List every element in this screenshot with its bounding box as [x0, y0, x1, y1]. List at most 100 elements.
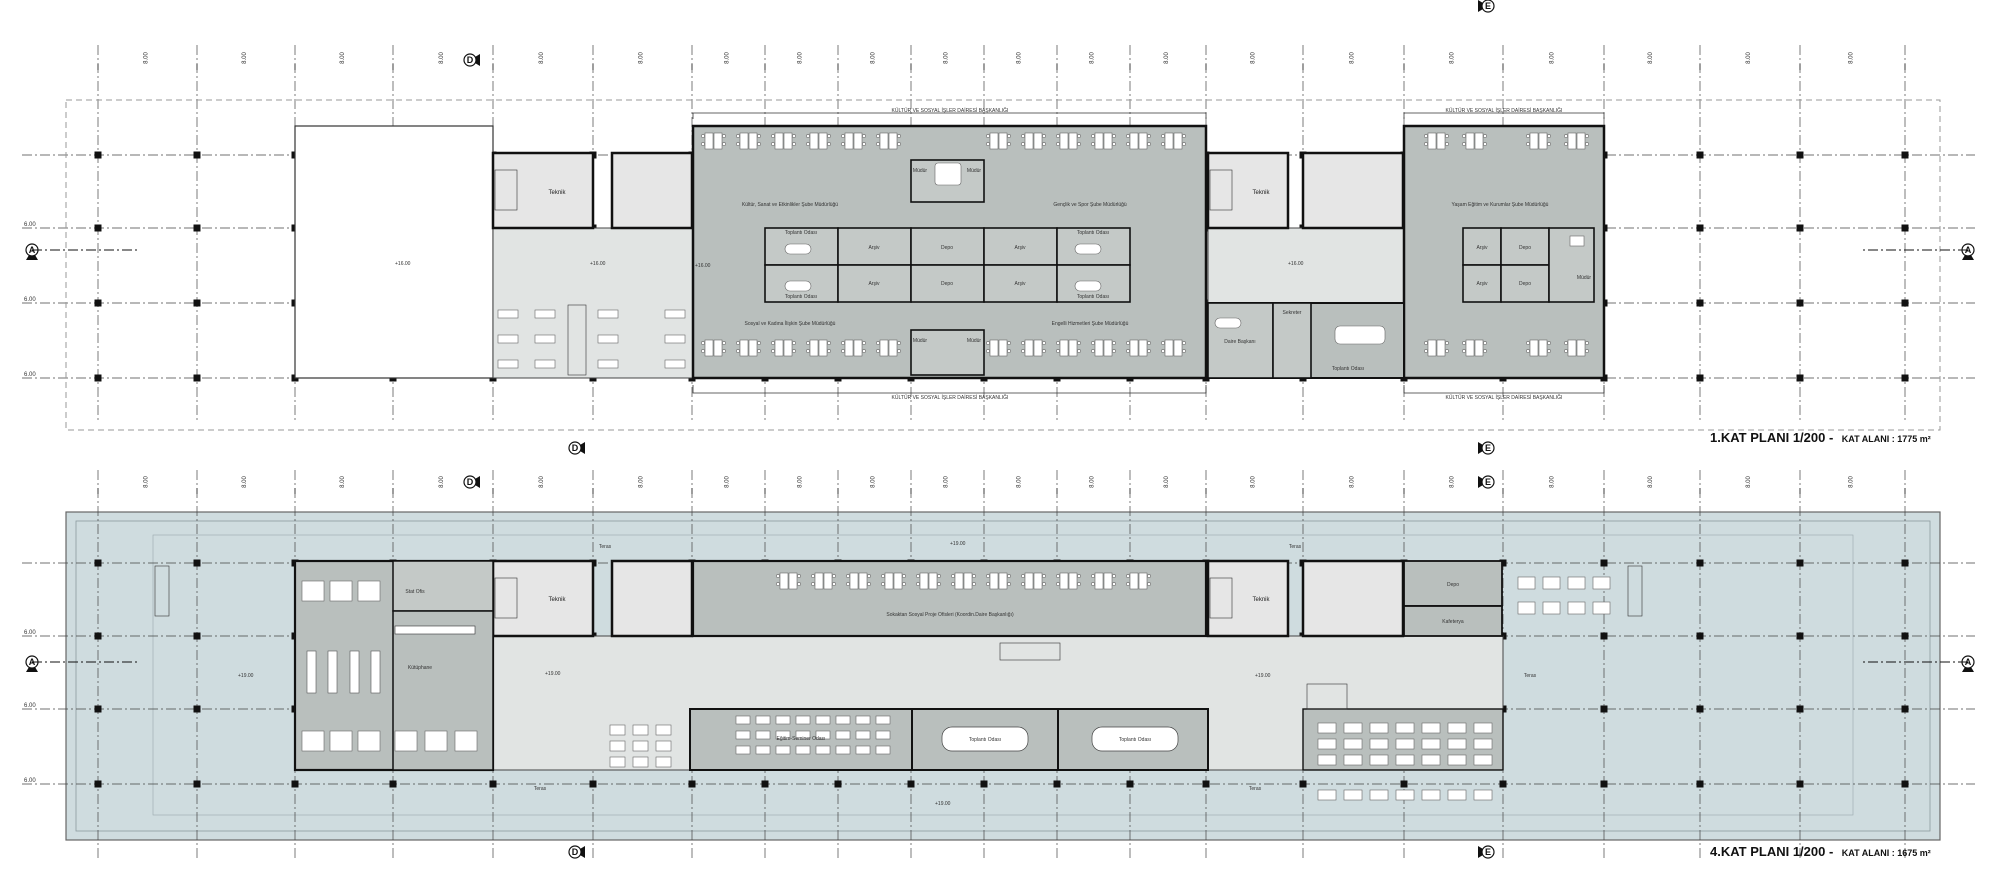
desk: [815, 745, 831, 755]
desk: [1542, 576, 1561, 590]
desk: [1542, 601, 1561, 615]
chair: [736, 142, 740, 146]
room-label-kultur: Kültür, Sanat ve Etkinlikler Şube Müdürl…: [742, 202, 838, 208]
desk: [795, 715, 811, 725]
section-bubble: [568, 845, 582, 859]
chair: [722, 134, 726, 138]
chair: [1077, 349, 1081, 353]
chair: [972, 574, 976, 578]
desk: [844, 339, 854, 357]
chair: [701, 349, 705, 353]
chair: [986, 582, 990, 586]
dimension-label: 6.00: [24, 703, 36, 709]
column: [1796, 151, 1804, 159]
chair: [1182, 134, 1186, 138]
chair: [1564, 349, 1568, 353]
room-label-teknik-2: Teknik: [1252, 190, 1270, 196]
desk: [1129, 572, 1139, 590]
section-marker-e: E: [1478, 441, 1495, 455]
column: [1901, 780, 1909, 788]
section-marker-a: A: [1961, 243, 1975, 260]
column: [94, 224, 102, 232]
chair: [792, 142, 796, 146]
room4-label-kafeterya: Kafeterya: [1442, 619, 1464, 625]
column: [1696, 705, 1704, 713]
level-mark-1: +16.00: [395, 261, 411, 267]
desk: [853, 339, 863, 357]
desk: [748, 132, 758, 150]
room-label-mudur-3: Müdür: [913, 338, 928, 344]
column: [489, 780, 497, 788]
chair: [1021, 574, 1025, 578]
desk: [748, 339, 758, 357]
chair: [1007, 582, 1011, 586]
dimension-label: 8.00: [539, 476, 545, 488]
chair: [806, 349, 810, 353]
desk: [1473, 754, 1493, 766]
desk: [1369, 789, 1389, 801]
desk: [1517, 601, 1536, 615]
dimension-label: 8.00: [639, 476, 645, 488]
desk: [858, 572, 868, 590]
room4-label-egitim: Eğitim-Seminer Odası: [777, 736, 826, 742]
desk: [632, 740, 649, 752]
desk: [1473, 722, 1493, 734]
desk: [1465, 132, 1475, 150]
dimension-label: 8.00: [144, 476, 150, 488]
desk: [1529, 339, 1539, 357]
desk: [855, 730, 871, 740]
chair: [1091, 142, 1095, 146]
chair: [736, 349, 740, 353]
desk: [888, 339, 898, 357]
desk: [329, 580, 353, 602]
column: [1901, 224, 1909, 232]
section-letter: A: [1965, 245, 1972, 255]
desk: [1103, 572, 1113, 590]
desk: [815, 715, 831, 725]
desk: [879, 339, 889, 357]
column: [193, 151, 201, 159]
chair: [841, 142, 845, 146]
chair: [1526, 142, 1530, 146]
section-marker-d: D: [568, 845, 585, 859]
chair: [811, 582, 815, 586]
column: [980, 780, 988, 788]
dimension-label: 6.00: [24, 297, 36, 303]
chair: [1042, 574, 1046, 578]
chair: [1091, 349, 1095, 353]
column: [193, 559, 201, 567]
desk: [1447, 738, 1467, 750]
desk: [1474, 132, 1484, 150]
desk: [1317, 738, 1337, 750]
band-label-bottom: KÜLTÜR VE SOSYAL İŞLER DAİRESİ BAŞKANLIĞ…: [892, 394, 1009, 401]
desk: [1024, 132, 1034, 150]
section-bubble: [1481, 0, 1495, 13]
room-label-sekreter: Sekreter: [1283, 310, 1302, 316]
chair: [722, 142, 726, 146]
column: [1901, 151, 1909, 159]
column: [1696, 559, 1704, 567]
chair: [1483, 349, 1487, 353]
section-letter: E: [1485, 443, 1491, 453]
desk: [301, 730, 325, 752]
desk: [1421, 738, 1441, 750]
desk: [664, 334, 686, 344]
room-label-sosyal: Sosyal ve Kadına İlişkin Şube Müdürlüğü: [745, 320, 836, 327]
chair: [862, 142, 866, 146]
chair: [1077, 142, 1081, 146]
chair: [862, 341, 866, 345]
room-label-mudur-1: Müdür: [913, 168, 928, 174]
section-bubble: [1481, 441, 1495, 455]
chair: [701, 142, 705, 146]
room-label-genclik: Gençlik ve Spor Şube Müdürlüğü: [1053, 202, 1127, 208]
chair: [1112, 349, 1116, 353]
desk: [329, 730, 353, 752]
column: [193, 632, 201, 640]
column: [1901, 632, 1909, 640]
chair: [1564, 134, 1568, 138]
chair: [867, 574, 871, 578]
chair: [1126, 142, 1130, 146]
desk: [755, 745, 771, 755]
dimension-label: 8.00: [1746, 52, 1752, 64]
meeting-table: [1074, 280, 1102, 292]
